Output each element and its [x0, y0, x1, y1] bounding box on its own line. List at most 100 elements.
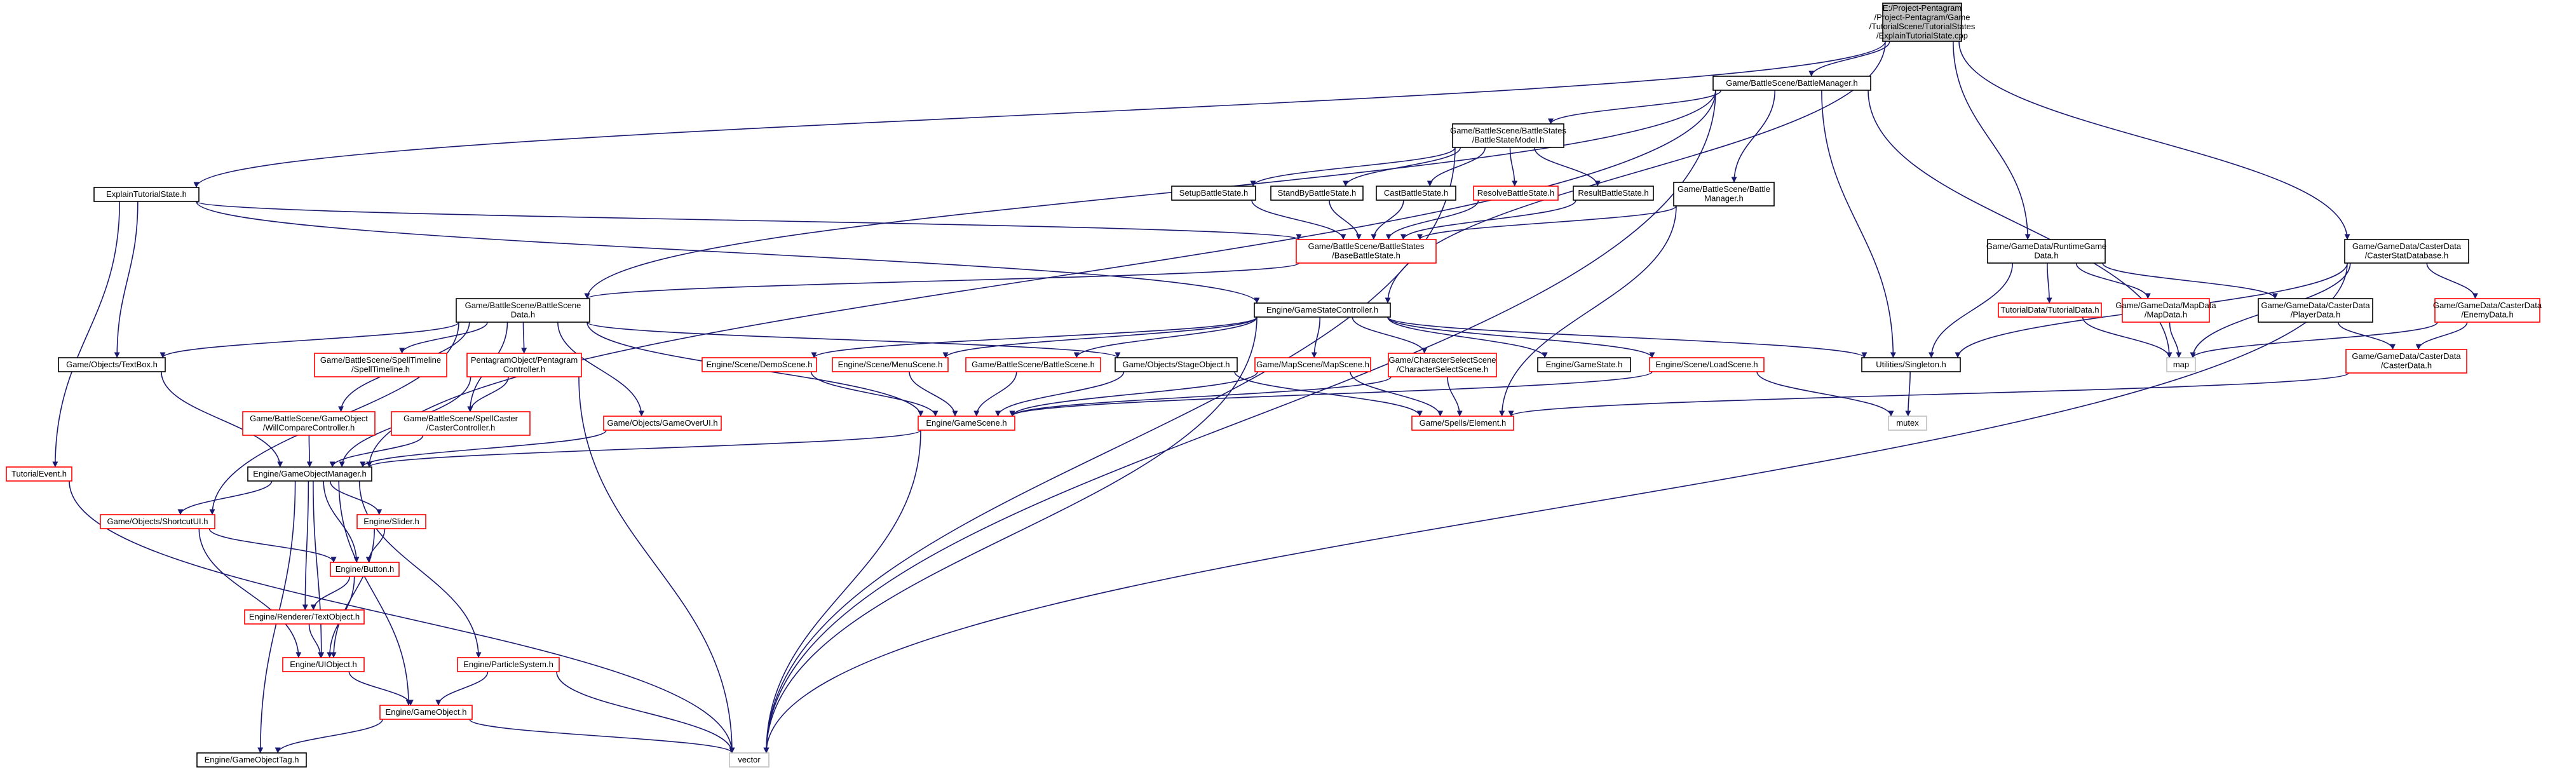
file-node-battlescene[interactable]: Game/BattleScene/BattleScene.h — [965, 357, 1101, 372]
file-node-bsmodel[interactable]: Game/BattleScene/BattleStates/BattleStat… — [1450, 123, 1566, 148]
node-label: Game/BattleScene/SpellTimeline — [320, 355, 441, 365]
file-node-demoscene[interactable]: Engine/Scene/DemoScene.h — [702, 357, 817, 372]
node-label: /MapData.h — [2145, 310, 2187, 320]
node-box — [1270, 186, 1364, 201]
include-edge-cast-to-basebs — [1371, 200, 1404, 240]
include-edge-bsmodel-to-result — [1534, 147, 1601, 187]
file-node-root[interactable]: E:/Project-Pentagram/Project-Pentagram/G… — [1869, 3, 1976, 42]
node-label: Engine/ParticleSystem.h — [463, 660, 553, 669]
node-box — [1888, 416, 1927, 431]
file-node-gamescene[interactable]: Engine/GameScene.h — [918, 416, 1015, 431]
file-node-bmgr2[interactable]: Game/BattleScene/BattleManager.h — [1673, 182, 1775, 207]
file-node-explain[interactable]: ExplainTutorialState.h — [93, 187, 200, 202]
node-box — [1573, 186, 1654, 201]
node-label: ResultBattleState.h — [1578, 188, 1648, 198]
node-label: Game/BattleScene/BattleStates — [1450, 126, 1566, 135]
file-node-gotag[interactable]: Engine/GameObjectTag.h — [196, 752, 307, 768]
include-edge-explain-to-textbox — [114, 201, 139, 358]
file-node-element[interactable]: Game/Spells/Element.h — [1411, 416, 1514, 431]
include-edge-root-to-battlemgr — [1808, 41, 1890, 77]
file-node-stageobj[interactable]: Game/Objects/StageObject.h — [1115, 357, 1238, 372]
node-label: mutex — [1896, 418, 1919, 428]
file-node-result[interactable]: ResultBattleState.h — [1573, 186, 1654, 201]
file-node-gameobject[interactable]: Engine/GameObject.h — [379, 705, 473, 720]
node-label: Engine/GameObjectTag.h — [205, 755, 299, 764]
file-node-gamestate[interactable]: Engine/GameState.h — [1537, 357, 1631, 372]
file-node-menuscene[interactable]: Engine/Scene/MenuScene.h — [832, 357, 949, 372]
node-box — [466, 353, 582, 377]
file-node-gsc[interactable]: Engine/GameStateController.h — [1254, 302, 1391, 318]
node-box — [1254, 302, 1391, 318]
file-node-resolve[interactable]: ResolveBattleState.h — [1473, 186, 1559, 201]
file-node-mutex[interactable]: mutex — [1888, 416, 1927, 431]
node-label: ResolveBattleState.h — [1477, 188, 1554, 198]
file-node-charsel[interactable]: Game/CharacterSelectScene/CharacterSelec… — [1388, 353, 1497, 377]
file-node-setup[interactable]: SetupBattleState.h — [1171, 186, 1256, 201]
include-edge-gamescene-to-gom — [366, 430, 921, 468]
include-edge-slider-to-uiobject — [330, 528, 376, 658]
node-label: Engine/GameState.h — [1546, 360, 1623, 369]
file-node-enemydata[interactable]: Game/GameData/CasterData/EnemyData.h — [2433, 298, 2542, 323]
file-node-standby[interactable]: StandByBattleState.h — [1270, 186, 1364, 201]
node-label: /BattleStateModel.h — [1472, 135, 1544, 145]
node-label: Game/CharacterSelectScene — [1388, 355, 1496, 365]
node-label: Engine/Scene/LoadScene.h — [1655, 360, 1758, 369]
include-edge-gameobject-to-gotag — [275, 719, 383, 754]
file-node-tutdata[interactable]: TutorialData/TutorialData.h — [1998, 302, 2102, 318]
node-box — [6, 466, 72, 482]
file-node-gameoverui[interactable]: Game/Objects/GameOverUI.h — [603, 416, 722, 431]
include-edge-gom-to-uiobject — [313, 480, 325, 658]
file-node-spellcaster[interactable]: Game/BattleScene/SpellCaster/CasterContr… — [391, 411, 531, 436]
include-edge-bmgr2-to-basebs — [1417, 205, 1677, 240]
include-edge-bsmodel-to-resolve — [1509, 147, 1518, 187]
file-node-vector[interactable]: vector — [729, 752, 769, 768]
include-edge-gameoverui-to-gom — [360, 430, 607, 468]
file-node-cast[interactable]: CastBattleState.h — [1376, 186, 1456, 201]
file-node-slider[interactable]: Engine/Slider.h — [356, 514, 426, 529]
file-node-uiobject[interactable]: Engine/UIObject.h — [282, 657, 365, 672]
file-node-basebs[interactable]: Game/BattleScene/BattleStates/BaseBattle… — [1296, 239, 1437, 264]
file-node-playerdata[interactable]: Game/GameData/CasterData/PlayerData.h — [2258, 298, 2373, 323]
node-label: Engine/Scene/DemoScene.h — [707, 360, 813, 369]
file-node-willcompare[interactable]: Game/BattleScene/GameObject/WillCompareC… — [242, 411, 376, 436]
node-label: Game/GameData/RuntimeGame — [1986, 241, 2106, 251]
file-node-casterdata[interactable]: Game/GameData/CasterData/CasterData.h — [2345, 349, 2467, 374]
include-edge-loadscene-to-gamescene — [1009, 371, 1653, 417]
include-edge-gom-to-gameobject — [338, 480, 412, 706]
file-node-battlemgr[interactable]: Game/BattleScene/BattleManager.h — [1712, 76, 1871, 91]
node-label: /Project-Pentagram/Game — [1874, 13, 1970, 22]
include-edge-charsel-to-gamescene — [1009, 376, 1392, 417]
include-edge-casterdata-to-element — [1508, 372, 2349, 417]
include-edge-enemydata-to-map — [2190, 322, 2438, 358]
file-node-casterstat[interactable]: Game/GameData/CasterData/CasterStatDatab… — [2344, 239, 2469, 264]
node-label: /PlayerData.h — [2291, 310, 2341, 320]
node-box — [1473, 186, 1559, 201]
include-edge-mapdata-to-map — [2169, 322, 2182, 358]
file-node-singleton[interactable]: Utilities/Singleton.h — [1861, 357, 1961, 372]
include-edge-gsc-to-menuscene — [942, 316, 1257, 358]
include-edge-battlemgr-to-bsdata — [584, 90, 1716, 299]
node-box — [1712, 76, 1871, 91]
file-node-shortcutui[interactable]: Game/Objects/ShortcutUI.h — [100, 514, 215, 529]
include-edge-standby-to-basebs — [1329, 200, 1362, 240]
file-node-loadscene[interactable]: Engine/Scene/LoadScene.h — [1649, 357, 1765, 372]
file-node-spelltimeline[interactable]: Game/BattleScene/SpellTimeline/SpellTime… — [314, 353, 447, 377]
include-edge-gamescene-to-vector — [763, 430, 921, 754]
node-box — [603, 416, 722, 431]
file-node-mapdata[interactable]: Game/GameData/MapData/MapData.h — [2115, 298, 2216, 323]
file-node-button[interactable]: Engine/Button.h — [330, 562, 400, 577]
include-edge-gom-to-textobj — [302, 480, 309, 611]
file-node-textbox[interactable]: Game/Objects/TextBox.h — [58, 357, 166, 372]
file-node-mapscene[interactable]: Game/MapScene/MapScene.h — [1254, 357, 1371, 372]
node-label: Game/GameData/CasterData — [2352, 241, 2462, 251]
file-node-tutevent[interactable]: TutorialEvent.h — [6, 466, 72, 482]
file-node-textobj[interactable]: Engine/Renderer/TextObject.h — [244, 609, 365, 625]
file-node-particle[interactable]: Engine/ParticleSystem.h — [457, 657, 560, 672]
file-node-map[interactable]: map — [2166, 357, 2196, 372]
node-label: Engine/GameObject.h — [386, 707, 467, 717]
include-edge-bsdata-to-spelltimeline — [399, 322, 488, 354]
file-node-gom[interactable]: Engine/GameObjectManager.h — [247, 466, 372, 482]
